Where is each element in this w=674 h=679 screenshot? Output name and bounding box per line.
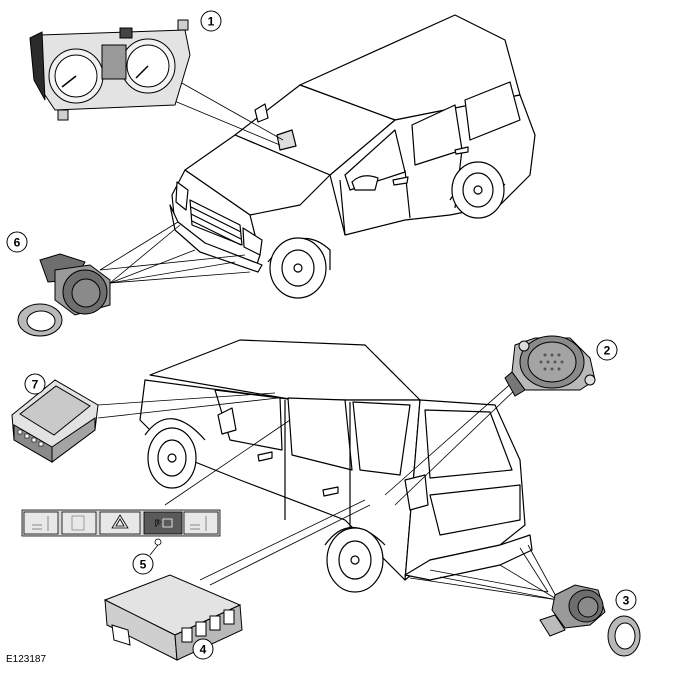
callout-number: 4 xyxy=(200,643,207,657)
callout-7: 7 xyxy=(25,374,45,394)
callout-number: 1 xyxy=(208,15,215,29)
callout-number: 2 xyxy=(604,344,611,358)
callout-1: 1 xyxy=(201,11,221,31)
callout-number: 3 xyxy=(623,594,630,608)
touch-screen-display xyxy=(12,380,98,462)
parking-aid-switch-panel: P xyxy=(22,510,220,555)
parking-aid-control-module xyxy=(105,575,242,660)
callout-number: 5 xyxy=(140,558,147,572)
figure-id: E123187 xyxy=(6,654,46,665)
callout-4: 4 xyxy=(193,639,213,659)
front-parking-sensor xyxy=(18,254,110,336)
instrument-cluster xyxy=(30,20,190,120)
front-vehicle-illustration xyxy=(170,15,535,298)
callout-5: 5 xyxy=(133,554,153,574)
callout-6: 6 xyxy=(7,232,27,252)
callout-3: 3 xyxy=(616,590,636,610)
parking-aid-sounder xyxy=(505,336,595,396)
rear-vehicle-illustration xyxy=(140,340,532,592)
parking-aid-switch-label: P xyxy=(155,519,161,528)
callout-number: 7 xyxy=(32,378,39,392)
callout-2: 2 xyxy=(597,340,617,360)
callout-number: 6 xyxy=(14,236,21,250)
